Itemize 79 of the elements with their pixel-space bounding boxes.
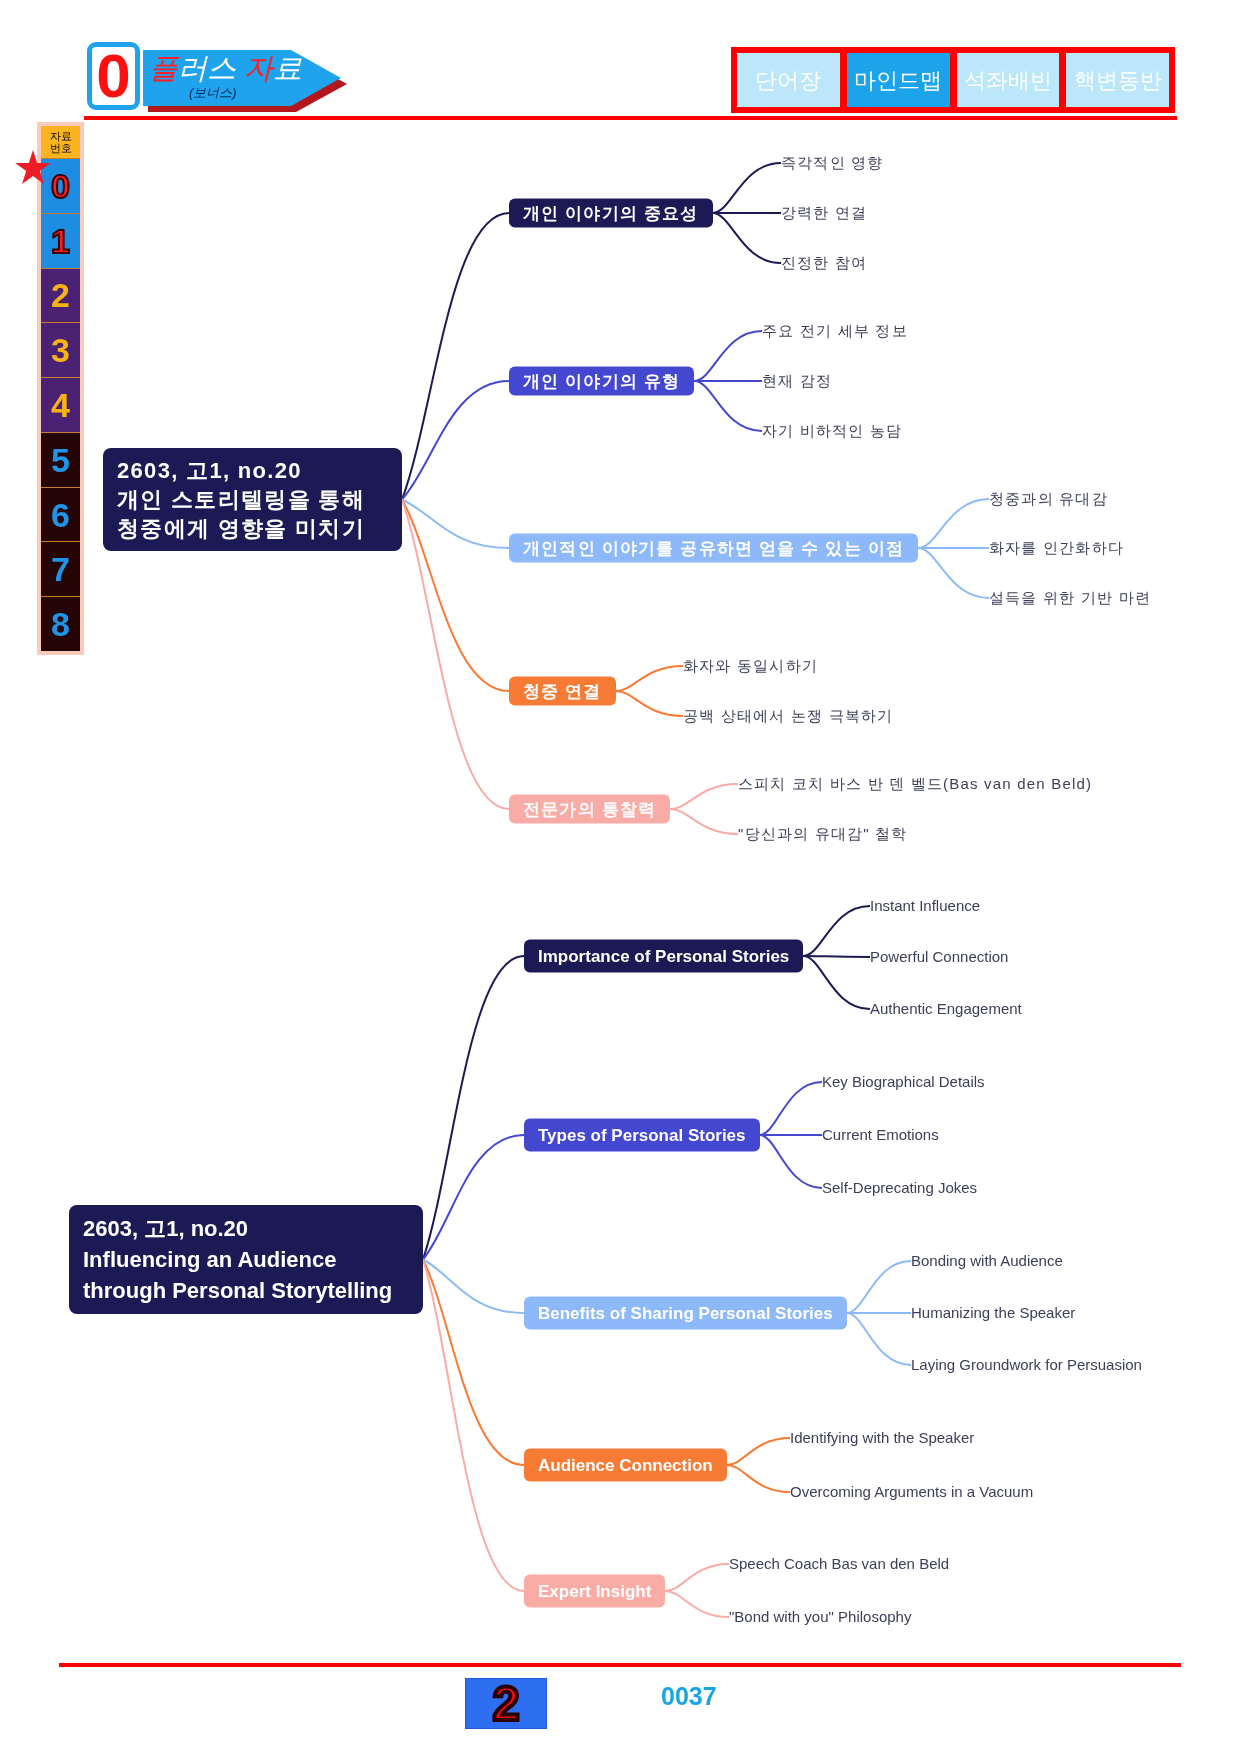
leaf-topic: 스피치 코치 바스 반 덴 벨드(Bas van den Beld) <box>738 774 1093 794</box>
material-number-badge: 0 <box>87 42 140 110</box>
mindmap-branch-line <box>422 1258 525 1466</box>
mindmap-branch-line <box>711 212 782 264</box>
leaf-topic: Authentic Engagement <box>870 999 1022 1019</box>
mindmap-branch-line <box>401 380 510 501</box>
leaf-topic: Powerful Connection <box>870 947 1009 967</box>
branch-topic: 개인 이야기의 중요성 <box>509 198 713 228</box>
menu-tab: 석좌배빈 <box>956 53 1060 107</box>
leaf-topic: Instant Influence <box>870 896 981 916</box>
banner-title: 플러스 자료 <box>149 54 303 83</box>
topic-number: 2603, 고1, no.20 <box>83 1215 250 1243</box>
branch-topic: 청중 연결 <box>509 676 616 706</box>
menu-tab: 단어장 <box>737 53 840 107</box>
number-tab: 8 <box>41 596 80 652</box>
number-tab: 7 <box>41 541 80 597</box>
sidebar-header: 자료 번호 <box>41 126 80 158</box>
leaf-topic: Key Biographical Details <box>822 1072 985 1092</box>
number-tab: 1 <box>41 212 80 268</box>
menu-tab: 마인드맵 <box>846 53 950 107</box>
number-tab: 0 <box>41 158 80 213</box>
leaf-topic: Overcoming Arguments in a Vacuum <box>790 1482 1034 1502</box>
mindmap-branch-line <box>845 1312 912 1366</box>
root-topic <box>69 1205 423 1314</box>
leaf-topic: 청중과의 유대감 <box>989 489 1108 509</box>
leaf-topic: Identifying with the Speaker <box>790 1428 975 1448</box>
leaf-topic: 강력한 연결 <box>781 203 868 223</box>
leaf-topic: Humanizing the Speaker <box>911 1303 1076 1323</box>
page-code: 0037 <box>661 1684 717 1709</box>
mindmap-branch-line <box>758 1134 823 1189</box>
leaf-topic: Laying Groundwork for Persuasion <box>911 1355 1142 1375</box>
mindmap-branch-line <box>401 498 510 810</box>
mindmap-branch-line <box>401 498 510 549</box>
leaf-topic: 진정한 참여 <box>781 253 868 273</box>
leaf-topic: 현재 감정 <box>762 371 833 391</box>
mindmap-branch-line <box>422 1258 525 1314</box>
leaf-topic: 화자를 인간화하다 <box>989 538 1124 558</box>
leaf-topic: Current Emotions <box>822 1125 939 1145</box>
mindmap-branch-line <box>669 808 739 835</box>
mindmap-branch-line <box>664 1590 730 1618</box>
leaf-topic: 설득을 위한 기반 마련 <box>989 588 1151 608</box>
leaf-topic: Self-Deprecating Jokes <box>822 1178 978 1198</box>
branch-topic: 전문가의 통찰력 <box>509 794 671 824</box>
mindmap-branch-line <box>802 955 871 1010</box>
mindmap-branch-line <box>401 498 510 692</box>
topic-title: Influencing an Audience through Personal Storytelling <box>83 1246 394 1305</box>
root-topic <box>103 448 402 551</box>
leaf-topic: Speech Coach Bas van den Beld <box>729 1554 950 1574</box>
branch-topic: Audience Connection <box>524 1448 727 1482</box>
page-number-box: 2 <box>465 1678 547 1729</box>
branch-topic: Types of Personal Stories <box>524 1118 760 1152</box>
topic-number: 2603, 고1, no.20 <box>117 457 303 485</box>
number-tab: 2 <box>41 267 80 323</box>
leaf-topic: Bonding with Audience <box>911 1251 1063 1271</box>
branch-topic: 개인적인 이야기를 공유하면 얻을 수 있는 이점 <box>509 533 919 563</box>
leaf-topic: "당신과의 유대감" 철학 <box>738 824 908 844</box>
leaf-topic: 화자와 동일시하기 <box>683 656 818 676</box>
number-tab: 6 <box>41 486 80 542</box>
leaf-topic: 즉각적인 영향 <box>781 153 884 173</box>
number-tab: 5 <box>41 431 80 487</box>
branch-topic: Benefits of Sharing Personal Stories <box>524 1296 847 1330</box>
branch-topic: Expert Insight <box>524 1574 666 1608</box>
leaf-topic: "Bond with you" Philosophy <box>729 1607 912 1627</box>
topic-title: 개인 스토리텔링을 통해 청중에게 영향을 미치기 <box>117 486 367 543</box>
mindmap-branch-line <box>917 547 990 599</box>
leaf-topic: 자기 비하적인 농담 <box>762 421 903 441</box>
branch-topic: 개인 이야기의 유형 <box>509 366 695 396</box>
number-tab: 4 <box>41 377 80 432</box>
leaf-topic: 주요 전기 세부 정보 <box>762 321 908 341</box>
mindmap-branch-line <box>614 690 684 717</box>
number-tab: 3 <box>41 322 80 378</box>
menu-tab: 핵변동반 <box>1066 53 1169 107</box>
banner-subtitle: (보너스) <box>189 86 237 99</box>
mindmap-branch-line <box>693 380 763 432</box>
branch-topic: Importance of Personal Stories <box>524 939 804 973</box>
arrow-banner <box>143 50 347 112</box>
leaf-topic: 공백 상태에서 논쟁 극복하기 <box>683 706 894 726</box>
mindmap-branch-line <box>725 1464 791 1493</box>
mindmap-branch-line <box>422 1134 525 1261</box>
